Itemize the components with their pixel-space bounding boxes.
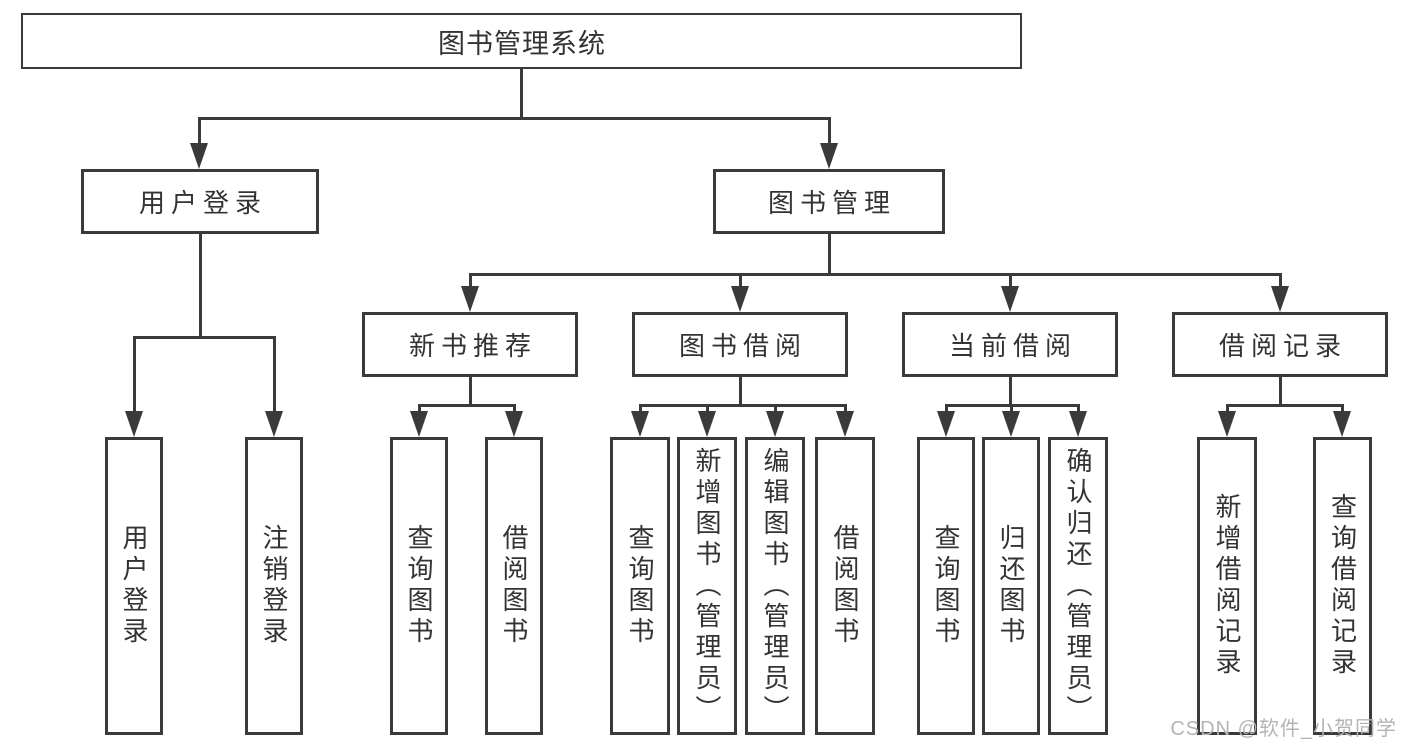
leaf-cb-confirm-return: 确认归还（管理员） <box>1048 437 1108 735</box>
arrowhead-leaf <box>1333 411 1351 437</box>
node-label: 新书推荐 <box>408 331 537 361</box>
node-book-management: 图书管理 <box>713 169 945 234</box>
arrowhead-level3 <box>1001 286 1019 312</box>
connector-drop-level3 <box>1279 273 1282 289</box>
csdn-watermark: CSDN @软件_小贺同学 <box>1170 718 1397 740</box>
connector-drop-leaf <box>1010 404 1013 416</box>
node-new-book-recommend: 新书推荐 <box>362 312 578 377</box>
node-label: 新增图书（管理员） <box>692 446 722 726</box>
arrowhead-leaf <box>698 411 716 437</box>
connector-drop-leaf <box>945 404 948 416</box>
node-label: 图书借阅 <box>678 331 807 361</box>
connector-bookmgmt-stub <box>828 234 831 275</box>
leaf-bb-query-books: 查询图书 <box>610 437 670 735</box>
arrowhead-leaf <box>265 411 283 437</box>
node-label: 查询图书 <box>931 524 961 648</box>
connector-drop-leaf <box>844 404 847 416</box>
leaf-nb-query-books: 查询图书 <box>390 437 448 735</box>
connector-drop-leaf <box>639 404 642 416</box>
leaf-bb-add-books: 新增图书（管理员） <box>677 437 737 735</box>
leaf-cb-query-books: 查询图书 <box>917 437 975 735</box>
connector-drop-user-login <box>198 117 201 145</box>
node-label: 用户登录 <box>138 188 267 218</box>
connector-drop-leaf <box>774 404 777 416</box>
arrowhead-leaf <box>505 411 523 437</box>
connector-bookborrow-stub <box>739 377 742 406</box>
node-label: 查询图书 <box>404 524 434 648</box>
node-label: 确认归还（管理员） <box>1063 446 1093 726</box>
connector-userlogin-hline <box>134 336 274 339</box>
leaf-cb-return-books: 归还图书 <box>982 437 1040 735</box>
node-label: 借阅记录 <box>1218 331 1347 361</box>
leaf-br-query-record: 查询借阅记录 <box>1313 437 1372 735</box>
connector-drop-level3 <box>1009 273 1012 289</box>
arrowhead-leaf <box>766 411 784 437</box>
arrowhead-user-login <box>190 143 208 169</box>
arrowhead-level3 <box>461 286 479 312</box>
arrowhead-leaf <box>937 411 955 437</box>
connector-drop-level3 <box>739 273 742 289</box>
node-label: 用户登录 <box>119 524 149 648</box>
leaf-logout: 注销登录 <box>245 437 303 735</box>
connector-level3-hline <box>470 273 1281 276</box>
leaf-nb-borrow-books: 借阅图书 <box>485 437 543 735</box>
connector-drop-leaf <box>133 336 136 413</box>
connector-borrowrecords-stub <box>1279 377 1282 406</box>
connector-drop-level3 <box>469 273 472 289</box>
connector-root-stub <box>520 69 523 118</box>
connector-bookborrow-hline <box>640 404 846 407</box>
node-label: 借阅图书 <box>830 524 860 648</box>
arrowhead-leaf <box>1218 411 1236 437</box>
connector-drop-leaf <box>1077 404 1080 416</box>
arrowhead-leaf <box>836 411 854 437</box>
node-label: 归还图书 <box>996 524 1026 648</box>
leaf-br-add-record: 新增借阅记录 <box>1197 437 1257 735</box>
node-book-borrow: 图书借阅 <box>632 312 848 377</box>
arrowhead-level3 <box>1271 286 1289 312</box>
arrowhead-leaf <box>631 411 649 437</box>
connector-borrowrecords-hline <box>1227 404 1343 407</box>
node-user-login: 用户登录 <box>81 169 319 234</box>
arrowhead-leaf <box>1002 411 1020 437</box>
leaf-bb-edit-books: 编辑图书（管理员） <box>745 437 805 735</box>
node-label: 查询图书 <box>625 524 655 648</box>
node-label: 当前借阅 <box>948 331 1077 361</box>
connector-drop-leaf <box>706 404 709 416</box>
connector-drop-leaf <box>1226 404 1229 416</box>
node-label: 图书管理系统 <box>438 28 606 59</box>
connector-newbook-hline <box>419 404 515 407</box>
node-root-system: 图书管理系统 <box>21 13 1022 69</box>
node-borrow-records: 借阅记录 <box>1172 312 1388 377</box>
connector-drop-leaf <box>418 404 421 416</box>
node-label: 查询借阅记录 <box>1327 493 1358 679</box>
node-label: 图书管理 <box>767 188 896 218</box>
node-label: 注销登录 <box>259 524 289 648</box>
connector-newbook-stub <box>469 377 472 406</box>
connector-drop-leaf <box>273 336 276 413</box>
arrowhead-book-management <box>820 143 838 169</box>
connector-drop-leaf <box>1341 404 1344 416</box>
arrowhead-leaf <box>125 411 143 437</box>
leaf-bb-borrow-books: 借阅图书 <box>815 437 875 735</box>
connector-drop-book-management <box>828 117 831 145</box>
node-label: 借阅图书 <box>499 524 529 648</box>
arrowhead-leaf <box>1069 411 1087 437</box>
leaf-user-login: 用户登录 <box>105 437 163 735</box>
connector-drop-leaf <box>513 404 516 416</box>
arrowhead-level3 <box>731 286 749 312</box>
connector-level2-hline <box>199 117 831 120</box>
node-current-borrow: 当前借阅 <box>902 312 1118 377</box>
node-label: 新增借阅记录 <box>1212 493 1242 679</box>
connector-currentborrow-stub <box>1009 377 1012 406</box>
connector-userlogin-stub <box>199 234 202 337</box>
arrowhead-leaf <box>410 411 428 437</box>
node-label: 编辑图书（管理员） <box>760 446 790 726</box>
